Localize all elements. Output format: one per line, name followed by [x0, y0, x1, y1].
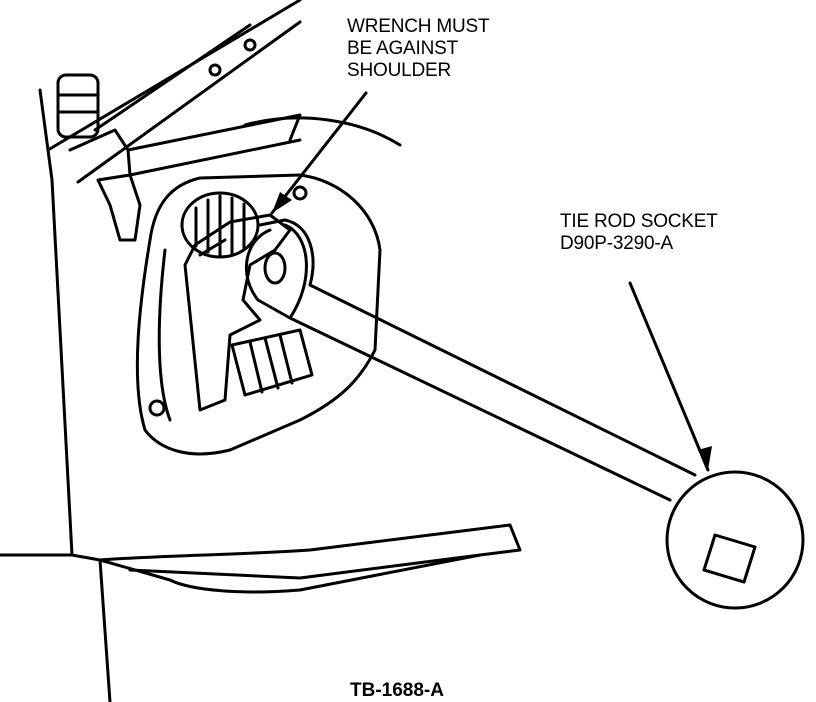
- wrench-callout-line-3: SHOULDER: [347, 60, 451, 81]
- leader-lines: [270, 91, 710, 472]
- socket-callout-line-1: TIE ROD SOCKET: [560, 211, 718, 232]
- lower-arm: [98, 523, 522, 594]
- wrench-callout-line-1: WRENCH MUST: [347, 16, 490, 37]
- wrench-arrowhead: [272, 192, 292, 213]
- socket-end-disc: [665, 470, 805, 610]
- frame-panel: [0, 88, 112, 702]
- stud-bolt: [56, 73, 142, 242]
- adjustable-wrench: [183, 213, 292, 412]
- upper-thread: [180, 191, 260, 259]
- figure-id: TB-1688-A: [350, 680, 444, 701]
- socket-callout: TIE ROD SOCKET D90P-3290-A: [560, 211, 780, 255]
- lower-thread: [230, 328, 314, 397]
- knuckle-housing: [135, 173, 382, 456]
- wrench-callout: WRENCH MUST BE AGAINST SHOULDER: [347, 16, 547, 82]
- upper-bracket: [46, 0, 402, 184]
- socket-shaft: [244, 218, 697, 502]
- wrench-callout-line-2: BE AGAINST: [347, 38, 458, 59]
- socket-arrowhead: [698, 446, 712, 470]
- socket-callout-line-2: D90P-3290-A: [560, 233, 673, 254]
